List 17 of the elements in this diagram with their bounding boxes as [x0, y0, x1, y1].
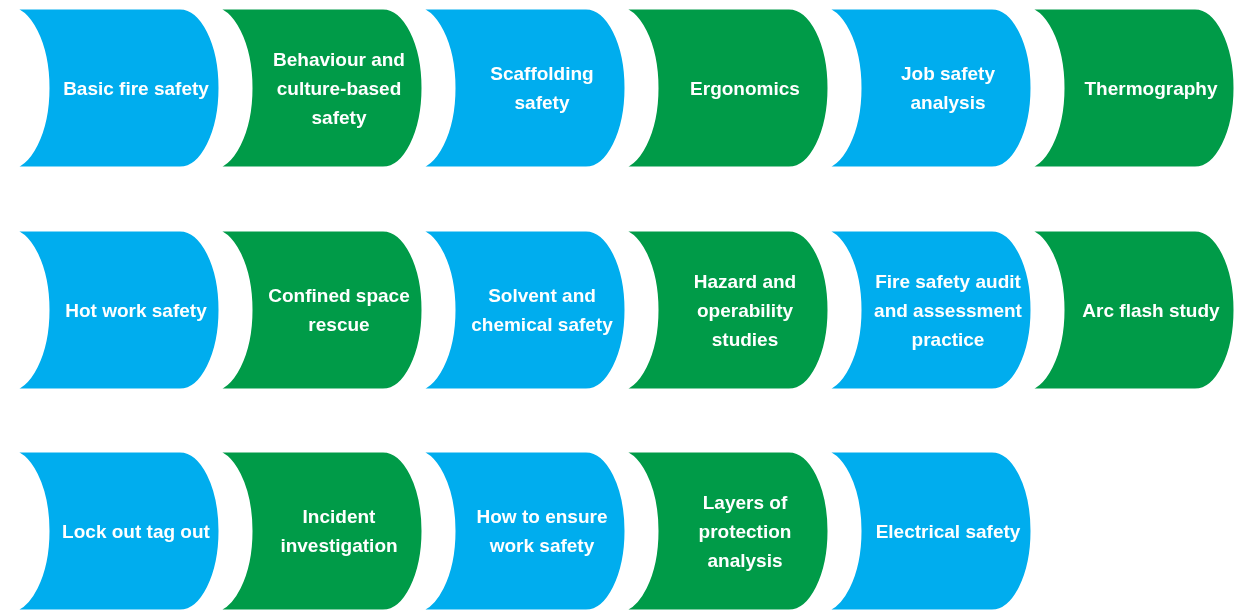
segment-label: Job safety analysis: [900, 62, 996, 115]
segment-label: Arc flash study: [1082, 298, 1220, 323]
segment-label: Basic fire safety: [63, 76, 209, 101]
segment-label: Thermography: [1084, 76, 1218, 101]
segment-label: How to ensure work safety: [475, 505, 609, 558]
segment-label: Confined space rescue: [267, 284, 411, 337]
segment-label: Electrical safety: [875, 519, 1021, 544]
segment-label: Hot work safety: [65, 298, 207, 323]
segment-label: Hazard and operability studies: [692, 269, 798, 352]
segment-label: Incident investigation: [279, 505, 399, 558]
segment-label: Ergonomics: [690, 76, 800, 101]
segment-label: Fire safety audit and assessment practice: [873, 269, 1023, 352]
segment-label: Layers of protection analysis: [697, 490, 793, 573]
segment-label: Scaffolding safety: [489, 62, 595, 115]
segment-label: Lock out tag out: [62, 519, 210, 544]
segment-label: Solvent and chemical safety: [470, 284, 614, 337]
segment-label: Behaviour and culture-based safety: [272, 47, 406, 130]
